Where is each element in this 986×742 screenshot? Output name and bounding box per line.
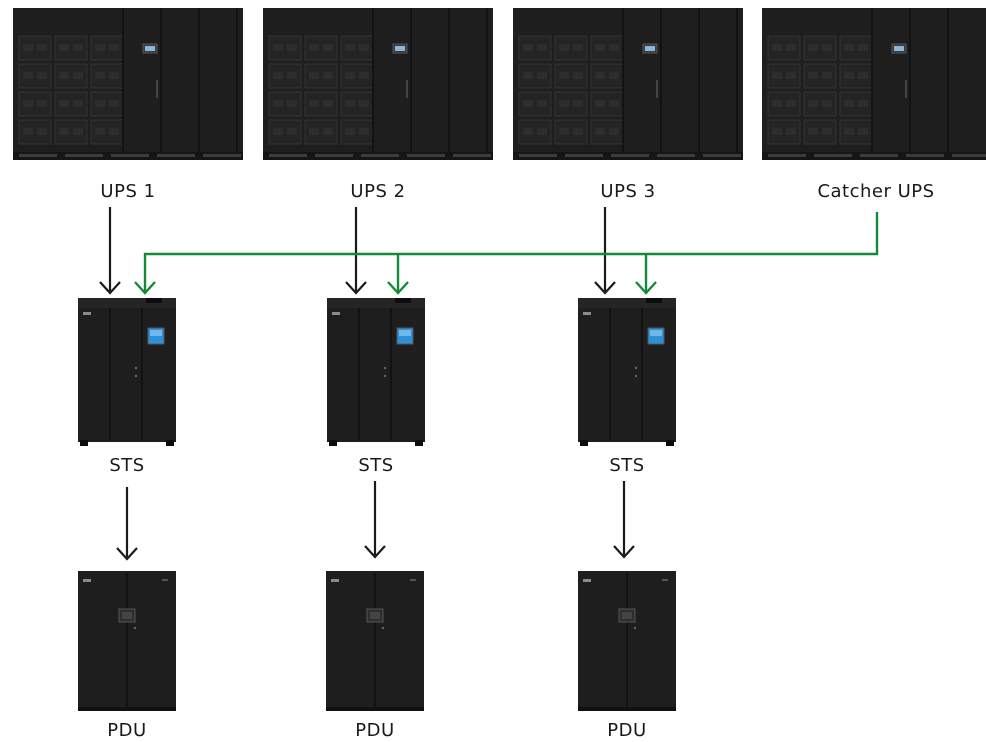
catcher-arrow-sts2 xyxy=(387,281,409,295)
ups-cabinet-1 xyxy=(13,8,243,160)
pdu-1-label: PDU xyxy=(107,720,147,741)
pdu-cabinet-1 xyxy=(78,571,176,711)
ups-cabinet-2 xyxy=(263,8,493,160)
pdu-cabinet-2 xyxy=(326,571,424,711)
ups-1-label: UPS 1 xyxy=(100,181,156,202)
primary-arrow-ups3-sts3 xyxy=(594,207,616,295)
primary-arrow-ups2-sts2 xyxy=(345,207,367,295)
sts-cabinet-3 xyxy=(578,298,676,446)
primary-arrow-sts1-pdu1 xyxy=(116,487,138,561)
ups-3-label: UPS 3 xyxy=(600,181,656,202)
catcher-ups-label: Catcher UPS xyxy=(817,181,935,202)
ups-2-label: UPS 2 xyxy=(350,181,406,202)
primary-arrow-sts2-pdu2 xyxy=(364,481,386,559)
ups-cabinet-catcher xyxy=(762,8,986,160)
primary-arrow-sts3-pdu3 xyxy=(613,481,635,559)
pdu-3-label: PDU xyxy=(607,720,647,741)
sts-3-label: STS xyxy=(609,455,645,476)
pdu-2-label: PDU xyxy=(355,720,395,741)
pdu-cabinet-3 xyxy=(578,571,676,711)
sts-1-label: STS xyxy=(109,455,145,476)
sts-2-label: STS xyxy=(358,455,394,476)
sts-cabinet-1 xyxy=(78,298,176,446)
sts-cabinet-2 xyxy=(327,298,425,446)
catcher-bus xyxy=(143,212,879,291)
primary-arrow-ups1-sts1 xyxy=(99,207,121,295)
catcher-arrow-sts3 xyxy=(635,281,657,295)
ups-cabinet-3 xyxy=(513,8,743,160)
catcher-arrow-sts1 xyxy=(134,281,156,295)
